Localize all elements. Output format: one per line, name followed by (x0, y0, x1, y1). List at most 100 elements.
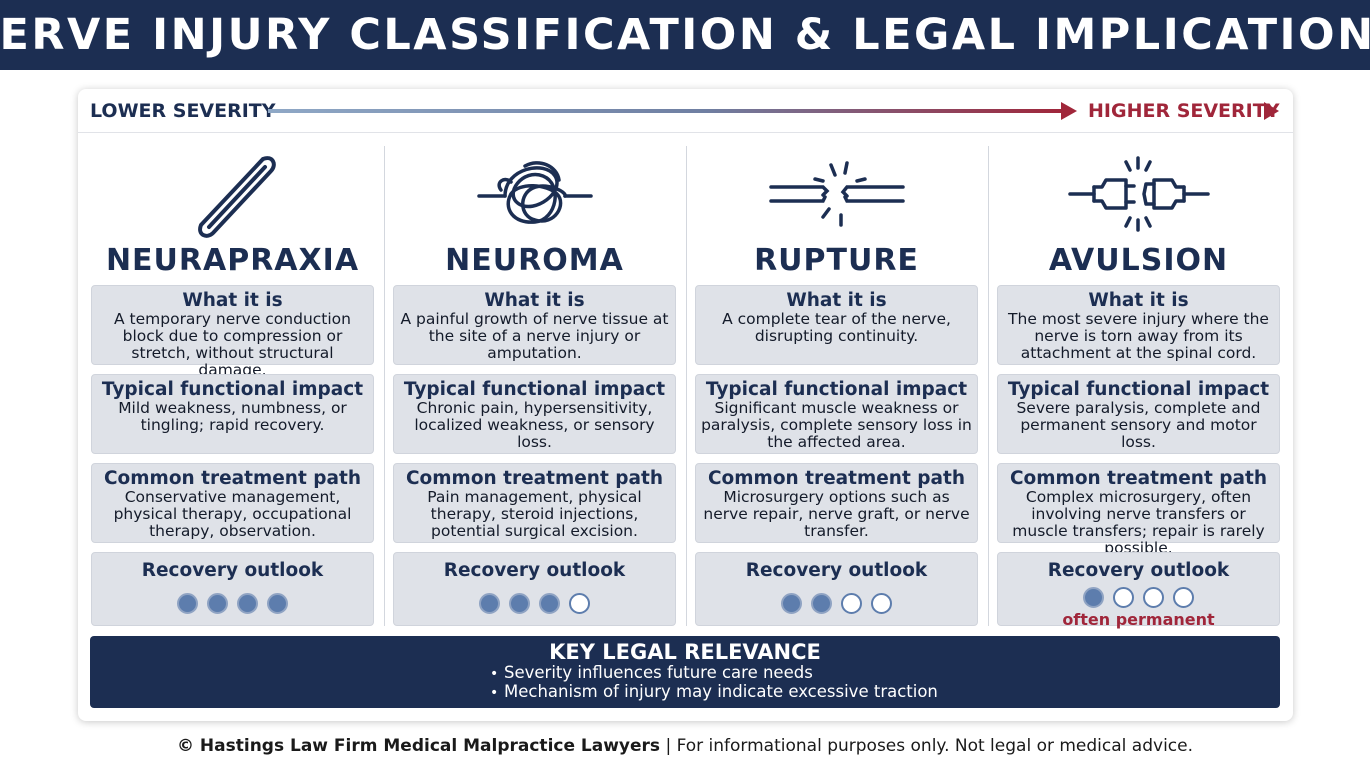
treatment-path-box: Common treatment path Pain management, p… (393, 463, 676, 543)
box-text: Severe paralysis, complete and permanent… (1016, 399, 1261, 451)
legal-item-text: Mechanism of injury may indicate excessi… (504, 682, 938, 701)
column-divider (384, 146, 385, 626)
box-text: A temporary nerve conduction block due t… (114, 310, 351, 379)
recovery-rating (92, 593, 373, 614)
filled-dot-icon (811, 593, 832, 614)
filled-dot-icon (781, 593, 802, 614)
recovery-rating (394, 593, 675, 614)
column-divider (686, 146, 687, 626)
column-rupture: RUPTURE What it is A complete tear of th… (695, 146, 978, 626)
recovery-outlook-box: Recovery outlook (695, 552, 978, 626)
intact-nerve-loop-icon (91, 146, 374, 241)
box-text: Significant muscle weakness or paralysis… (701, 399, 972, 451)
lower-severity-label: LOWER SEVERITY (90, 100, 276, 122)
functional-impact-box: Typical functional impact Mild weakness,… (91, 374, 374, 454)
box-heading: What it is (1088, 290, 1189, 311)
filled-dot-icon (177, 593, 198, 614)
functional-impact-box: Typical functional impact Severe paralys… (997, 374, 1280, 454)
functional-impact-box: Typical functional impact Significant mu… (695, 374, 978, 454)
box-heading: Common treatment path (103, 468, 362, 489)
box-text: A painful growth of nerve tissue at the … (400, 310, 669, 362)
column-title: NEUROMA (445, 243, 624, 278)
recovery-outlook-box: Recovery outlook (91, 552, 374, 626)
footer-disclaimer: © Hastings Law Firm Medical Malpractice … (0, 736, 1370, 756)
box-heading: Common treatment path (405, 468, 664, 489)
box-text: Microsurgery options such as nerve repai… (703, 488, 970, 540)
empty-dot-icon (841, 593, 862, 614)
classification-card: LOWER SEVERITY HIGHER SEVERITY NEURAPRAX… (78, 89, 1293, 721)
functional-impact-box: Typical functional impact Chronic pain, … (393, 374, 676, 454)
legal-title: KEY LEGAL RELEVANCE (549, 640, 821, 664)
what-it-is-box: What it is A temporary nerve conduction … (91, 285, 374, 379)
box-heading: Typical functional impact (403, 379, 666, 400)
bullet-icon: • (490, 685, 499, 701)
box-heading: What it is (786, 290, 887, 311)
column-divider (988, 146, 989, 626)
recovery-rating (696, 593, 977, 614)
box-text: Mild weakness, numbness, or tingling; ra… (118, 399, 347, 434)
legal-item-text: Severity influences future care needs (504, 663, 813, 682)
box-heading: Recovery outlook (1047, 560, 1230, 581)
footer-brand: © Hastings Law Firm Medical Malpractice … (177, 736, 661, 756)
legal-list: • Severity influences future care needs •… (490, 664, 938, 702)
filled-dot-icon (237, 593, 258, 614)
recovery-outlook-box: Recovery outlook often permanent (997, 552, 1280, 629)
bullet-icon: • (490, 666, 499, 682)
page-title: NERVE INJURY CLASSIFICATION & LEGAL IMPL… (0, 10, 1370, 60)
column-title: NEURAPRAXIA (105, 243, 360, 278)
box-heading: Typical functional impact (705, 379, 968, 400)
legal-list-item: • Severity influences future care needs (490, 664, 938, 683)
empty-dot-icon (569, 593, 590, 614)
column-neurapraxia: NEURAPRAXIA What it is A temporary nerve… (91, 146, 374, 626)
filled-dot-icon (509, 593, 530, 614)
treatment-path-box: Common treatment path Conservative manag… (91, 463, 374, 543)
box-text: A complete tear of the nerve, disrupting… (722, 310, 951, 345)
severity-scale: LOWER SEVERITY HIGHER SEVERITY (78, 89, 1293, 133)
treatment-path-box: Common treatment path Complex microsurge… (997, 463, 1280, 557)
box-heading: What it is (484, 290, 585, 311)
what-it-is-box: What it is A painful growth of nerve tis… (393, 285, 676, 365)
filled-dot-icon (479, 593, 500, 614)
box-text: Chronic pain, hypersensitivity, localize… (414, 399, 655, 451)
empty-dot-icon (1173, 587, 1194, 608)
box-text: Conservative management, physical therap… (113, 488, 352, 540)
empty-dot-icon (871, 593, 892, 614)
what-it-is-box: What it is A complete tear of the nerve,… (695, 285, 978, 365)
box-heading: Recovery outlook (443, 560, 626, 581)
box-text: Pain management, physical therapy, stero… (427, 488, 642, 540)
higher-severity-label: HIGHER SEVERITY (1088, 100, 1280, 122)
filled-dot-icon (267, 593, 288, 614)
filled-dot-icon (1083, 587, 1104, 608)
recovery-outlook-box: Recovery outlook (393, 552, 676, 626)
filled-dot-icon (207, 593, 228, 614)
key-legal-relevance-panel: KEY LEGAL RELEVANCE • Severity influences… (90, 636, 1280, 708)
box-heading: Common treatment path (707, 468, 966, 489)
what-it-is-box: What it is The most severe injury where … (997, 285, 1280, 365)
column-avulsion: AVULSION What it is The most severe inju… (997, 146, 1280, 629)
filled-dot-icon (539, 593, 560, 614)
recovery-note: often permanent (1062, 610, 1215, 629)
play-triangle-icon (1264, 102, 1279, 120)
severity-arrow-icon (1061, 102, 1077, 120)
empty-dot-icon (1113, 587, 1134, 608)
box-heading: Typical functional impact (1007, 379, 1270, 400)
box-text: The most severe injury where the nerve i… (1008, 310, 1269, 362)
severity-gradient-line (268, 109, 1063, 113)
treatment-path-box: Common treatment path Microsurgery optio… (695, 463, 978, 543)
column-neuroma: NEUROMA What it is A painful growth of n… (393, 146, 676, 626)
tangled-nerve-knot-icon (393, 146, 676, 241)
unplugged-connector-icon (997, 146, 1280, 241)
empty-dot-icon (1143, 587, 1164, 608)
box-heading: Recovery outlook (141, 560, 324, 581)
torn-nerve-icon (695, 146, 978, 241)
column-title: AVULSION (1048, 243, 1229, 278)
box-heading: Typical functional impact (101, 379, 364, 400)
box-heading: Common treatment path (1009, 468, 1268, 489)
recovery-rating (998, 587, 1279, 608)
box-text: Complex microsurgery, often involving ne… (1012, 488, 1265, 557)
header-bar: NERVE INJURY CLASSIFICATION & LEGAL IMPL… (0, 0, 1370, 70)
box-heading: Recovery outlook (745, 560, 928, 581)
legal-list-item: • Mechanism of injury may indicate excess… (490, 683, 938, 702)
box-heading: What it is (182, 290, 283, 311)
column-title: RUPTURE (754, 243, 919, 278)
